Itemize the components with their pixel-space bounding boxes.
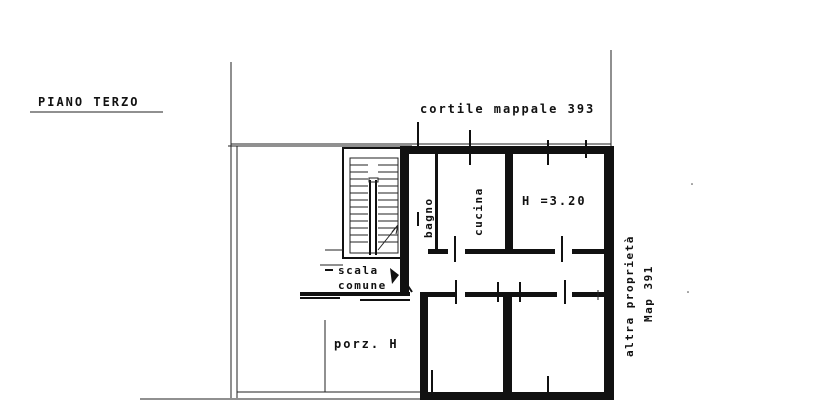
apartment-walls	[300, 146, 614, 400]
stair-marker	[390, 268, 399, 284]
staircase	[342, 147, 406, 259]
porch-lines	[320, 249, 599, 392]
height-label: H =3.20	[522, 194, 587, 208]
kitchen-label: cucina	[472, 187, 485, 236]
porch-label: porz. H	[334, 337, 399, 351]
plan-title: PIANO TERZO	[38, 95, 139, 109]
bathroom-label: bagno	[422, 197, 435, 238]
property-boundary	[140, 50, 612, 400]
courtyard-label: cortile mappale 393	[420, 102, 595, 116]
stair-label: scala	[338, 264, 379, 277]
neighbor-property-label: altra proprietà	[623, 235, 636, 357]
neighbor-map-label: Map 391	[642, 265, 655, 322]
door-ticks	[300, 122, 587, 396]
speck	[691, 183, 693, 185]
stair-label-common: comune	[338, 279, 387, 292]
speck	[687, 291, 689, 293]
